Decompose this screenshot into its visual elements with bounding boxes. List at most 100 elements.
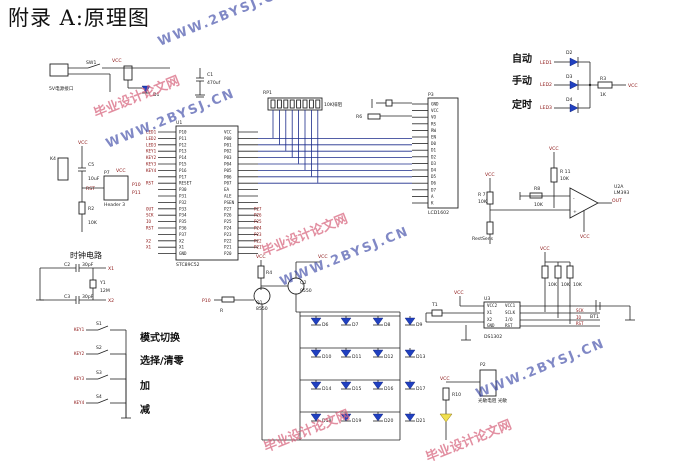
- mcu-right-net: P23: [254, 232, 262, 237]
- d2-label: D2: [566, 50, 573, 56]
- svg-text:R3: R3: [600, 76, 606, 82]
- mcu-left-pin: P32: [179, 200, 187, 205]
- svg-text:D19: D19: [352, 418, 361, 424]
- mcu-left-pin: P34: [179, 213, 187, 218]
- lcd-pin: D7: [431, 187, 437, 192]
- power-input-block: 5V电源接口 SW1 VCC D1 C1 470uf: [49, 58, 221, 98]
- svg-text:VCC: VCC: [116, 168, 126, 174]
- watermark-cn-3: 毕业设计论文网: [262, 407, 352, 456]
- svg-text:C3: C3: [64, 294, 70, 300]
- mcu-left-net: X1: [146, 245, 152, 250]
- key-ref: S3: [96, 370, 102, 376]
- svg-text:10K: 10K: [573, 282, 583, 288]
- mcu-right-net: P22: [254, 238, 262, 243]
- rtc-right-pin: SCLK: [505, 310, 516, 315]
- svg-text:R6: R6: [356, 114, 362, 120]
- rtc-left-pin: VCC2: [487, 303, 498, 308]
- mcu-left-pin: P37: [179, 232, 187, 237]
- mcu-left-net: IO: [146, 219, 152, 224]
- svg-text:D21: D21: [416, 418, 425, 424]
- svg-text:P2: P2: [480, 362, 486, 368]
- label-mode-switch: 模式切换: [140, 331, 181, 344]
- svg-text:30pF: 30pF: [82, 262, 94, 268]
- svg-text:X2: X2: [108, 298, 114, 304]
- svg-text:P10: P10: [132, 182, 141, 188]
- lcd-pin: D0: [431, 141, 437, 146]
- d3-label: D3: [566, 74, 573, 80]
- lcd-pin: A: [431, 194, 434, 199]
- mcu-stc89c52: U1 STC89C52 P10LED1P11LED2P12LED3P13KEY1…: [146, 120, 412, 268]
- svg-text:D8: D8: [384, 322, 391, 328]
- label-clock: 时钟电路: [70, 250, 102, 260]
- mcu-left-pin: P35: [179, 219, 187, 224]
- mcu-left-net: KEY3: [146, 162, 157, 167]
- mcu-left-net: X2: [146, 238, 152, 243]
- svg-text:VCC: VCC: [256, 254, 266, 260]
- svg-text:R 11: R 11: [560, 169, 571, 175]
- svg-text:R8: R8: [534, 186, 540, 192]
- svg-text:D12: D12: [384, 354, 393, 360]
- svg-text:D9: D9: [416, 322, 423, 328]
- mcu-right-net: P27: [254, 206, 262, 211]
- mode-leds: 自动 手动 定时 LED1 LED2 LED3 D2 D3 D4 R3 1K V…: [512, 50, 638, 113]
- lcd-pin: RS: [431, 121, 437, 126]
- key-net: KEY4: [74, 400, 85, 405]
- lcd-pin: EN: [431, 135, 437, 140]
- label-add: 加: [139, 379, 150, 392]
- rtc-net: RST: [576, 321, 584, 326]
- svg-text:D13: D13: [416, 354, 425, 360]
- matrix-led: [404, 317, 416, 326]
- y1-label: Y1: [99, 280, 106, 286]
- mcu-right-pin: P22: [224, 238, 232, 243]
- rp-ref: RP1: [263, 90, 272, 96]
- mcu-left-pin: P12: [179, 142, 187, 147]
- mcu-right-pin: P01: [224, 142, 232, 147]
- rtc-left-pin: X2: [487, 317, 493, 322]
- c1-label: C1: [207, 72, 213, 78]
- mcu-right-pin: P07: [224, 181, 232, 186]
- mcu-right-pin: P20: [224, 251, 232, 256]
- svg-text:12M: 12M: [100, 288, 110, 294]
- mcu-left-net: OUT: [146, 206, 154, 211]
- svg-text:C2: C2: [64, 262, 70, 268]
- svg-text:LED3: LED3: [540, 105, 552, 111]
- svg-text:D7: D7: [352, 322, 359, 328]
- label-timing: 定时: [512, 98, 532, 111]
- matrix-led: [310, 349, 322, 358]
- op-name: LM393: [614, 190, 629, 196]
- reset-vcc: VCC: [78, 140, 88, 146]
- transistor-stage: VCC R4 Q1 8550 P10 R Q2 8550 VCC: [202, 254, 400, 440]
- svg-text:K4: K4: [50, 156, 56, 162]
- mcu-left-pin: P30: [179, 187, 187, 192]
- svg-text:R 7: R 7: [478, 192, 486, 198]
- mcu-right-pin: P00: [224, 136, 232, 141]
- clock-circuit: 时钟电路 C2 C3 30pF 30pF Y1 12M X1 X2: [36, 250, 114, 304]
- svg-text:10uF: 10uF: [88, 176, 100, 182]
- ldr-label: RestSens: [472, 236, 494, 242]
- mcu-left-net: LED2: [146, 136, 157, 141]
- mcu-left-net: LED3: [146, 142, 157, 147]
- d5-led: [439, 413, 453, 423]
- resistor-pack-rp1: RP1 10K排阻: [263, 90, 342, 183]
- svg-text:P7: P7: [104, 170, 110, 176]
- mcu-ref: U1: [176, 120, 182, 126]
- mcu-left-pin: RESET: [179, 181, 192, 186]
- mcu-left-pin: GND: [179, 251, 187, 256]
- svg-text:P10: P10: [202, 298, 211, 304]
- svg-text:-: -: [573, 197, 575, 202]
- watermark-url-top: WWW.2BYSJ.CN: [156, 0, 290, 50]
- rtc-net: SCK: [576, 308, 584, 313]
- svg-text:VCC: VCC: [580, 234, 590, 240]
- mcu-name: STC89C52: [176, 262, 200, 268]
- d4-led: [569, 103, 579, 113]
- svg-text:D15: D15: [352, 386, 361, 392]
- lcd-pin: D5: [431, 174, 437, 179]
- lcd-pin: K: [431, 201, 434, 206]
- svg-text:VCC: VCC: [440, 376, 450, 382]
- header3-label: Header 3: [104, 202, 125, 208]
- svg-text:VCC: VCC: [549, 146, 559, 152]
- svg-text:R2: R2: [88, 206, 94, 212]
- svg-text:1K: 1K: [600, 92, 607, 98]
